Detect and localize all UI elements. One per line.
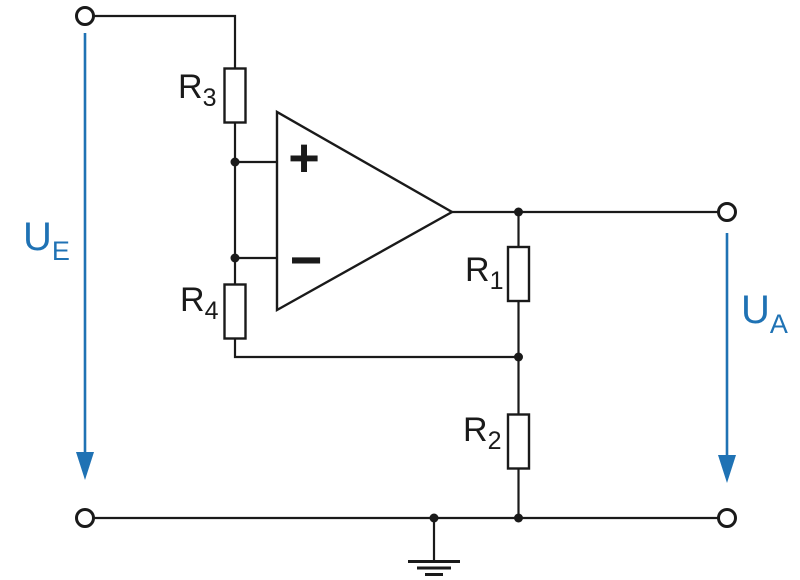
opamp-triangle [275, 109, 455, 313]
r2-label-sub: 2 [487, 427, 502, 455]
resistor-r4-body [223, 283, 247, 340]
r3-label-sub: 3 [202, 84, 217, 112]
resistor-r2-body [506, 413, 531, 470]
terminal-output-bottom [717, 508, 737, 528]
r4-label-name: R [180, 281, 205, 319]
output-voltage-arrow [718, 233, 736, 483]
r4-label-sub: 4 [204, 297, 219, 325]
input-voltage-arrow [76, 33, 94, 480]
r4-label: R4 [180, 281, 218, 324]
junction-inverting [230, 253, 240, 263]
r3-label-name: R [178, 68, 203, 106]
r1-label-name: R [465, 251, 490, 289]
junction-noninverting [230, 157, 240, 167]
opamp-minus-label: − [289, 228, 323, 291]
junction-r2-rail [514, 513, 523, 523]
terminal-input-top [75, 6, 95, 26]
r1-label: R1 [465, 251, 503, 294]
output-voltage-name: U [741, 288, 770, 332]
terminal-input-bottom [75, 508, 95, 528]
r3-label: R3 [178, 68, 216, 111]
input-voltage-name: U [23, 215, 52, 259]
input-voltage-arrowhead [76, 452, 94, 480]
terminal-output-top [717, 202, 737, 222]
output-voltage-arrowhead [718, 455, 736, 483]
ground-icon [408, 518, 460, 576]
r2-label-name: R [463, 411, 488, 449]
wire-feedback [233, 338, 519, 359]
output-voltage-label: UA [741, 288, 788, 338]
junction-output [514, 207, 523, 217]
junction-feedback [514, 352, 523, 362]
resistor-r1-body [506, 245, 531, 303]
r1-label-sub: 1 [489, 267, 504, 295]
resistor-r3-body [223, 67, 247, 124]
r2-label: R2 [463, 411, 501, 454]
wire-input-to-r3 [93, 14, 237, 69]
opamp-plus-label: + [288, 128, 320, 188]
output-voltage-sub: A [769, 309, 788, 339]
input-voltage-sub: E [51, 236, 70, 266]
input-voltage-label: UE [23, 215, 70, 265]
